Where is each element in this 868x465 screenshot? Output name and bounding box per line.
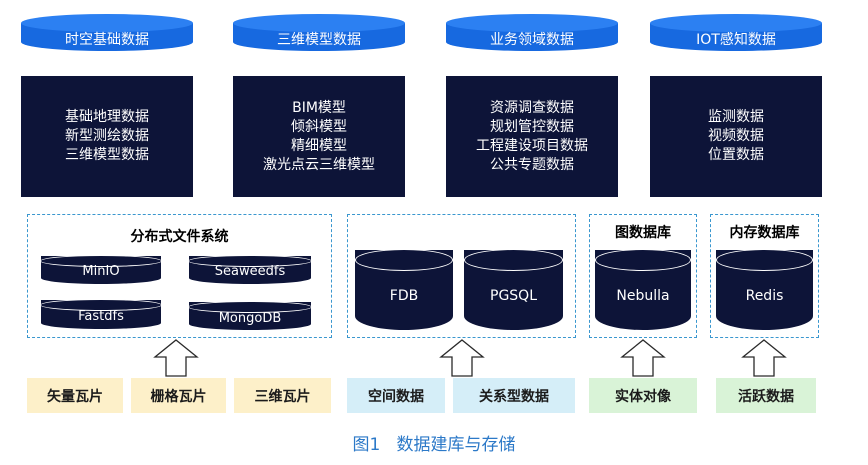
source-item: 基础地理数据: [65, 109, 149, 125]
db-cylinder-seaweedfs: Seaweedfs: [188, 255, 312, 284]
input-label-relational-data: 关系型数据: [453, 378, 575, 413]
db-cylinder-redis: Redis: [716, 249, 813, 330]
db-cylinder-minio: MinIO: [40, 255, 162, 284]
db-label: Fastdfs: [78, 309, 124, 324]
source-item: 位置数据: [708, 147, 764, 163]
source-box-spatiotemporal: 基础地理数据 新型测绘数据 三维模型数据: [21, 76, 193, 197]
source-item: 精细模型: [291, 137, 347, 154]
distributed-fs-title: 分布式文件系统: [130, 229, 229, 245]
db-cylinder-nebulla: Nebulla: [595, 249, 691, 330]
source-label: 业务领域数据: [490, 32, 574, 48]
source-cylinder-spatiotemporal: 时空基础数据: [21, 14, 193, 60]
distributed-fs-group: [27, 214, 332, 338]
figure-number: 图1: [352, 435, 381, 455]
input-label-spatial-data: 空间数据: [347, 378, 445, 413]
up-arrow-icon: [620, 339, 666, 377]
source-item: 视频数据: [708, 128, 764, 144]
source-item: 倾斜模型: [291, 118, 347, 135]
source-cylinder-iot: IOT感知数据: [650, 14, 822, 60]
source-item: 监测数据: [708, 109, 764, 125]
source-item: 三维模型数据: [65, 147, 149, 163]
figure-title: 数据建库与存储: [396, 435, 516, 455]
input-label-entity-object: 实体对像: [589, 378, 697, 413]
up-arrow-icon: [741, 339, 787, 377]
db-cylinder-fastdfs: Fastdfs: [40, 299, 162, 329]
source-cylinder-business: 业务领域数据: [446, 14, 618, 60]
db-label: Redis: [745, 288, 784, 304]
source-item: 资源调查数据: [490, 99, 574, 116]
db-cylinder-pgsql: PGSQL: [464, 249, 563, 330]
source-cylinder-3d-model: 三维模型数据: [233, 14, 405, 60]
up-arrow-icon: [153, 339, 199, 377]
source-item: BIM模型: [292, 99, 346, 116]
source-item: 激光点云三维模型: [263, 156, 375, 173]
relational-db-group: [347, 214, 576, 338]
source-label: IOT感知数据: [696, 32, 776, 48]
db-label: Seaweedfs: [214, 264, 286, 279]
input-label-3d-tile: 三维瓦片: [234, 378, 331, 413]
source-item: 规划管控数据: [490, 118, 574, 135]
figure-caption: 图1 数据建库与存储: [0, 430, 868, 455]
up-arrow-icon: [439, 339, 485, 377]
source-box-business: 资源调查数据 规划管控数据 工程建设项目数据 公共专题数据: [446, 76, 618, 197]
source-label: 三维模型数据: [277, 32, 361, 48]
db-cylinder-mongodb: MongoDB: [188, 301, 312, 330]
source-item: 公共专题数据: [490, 156, 574, 173]
db-label: MinIO: [82, 264, 120, 279]
source-item: 工程建设项目数据: [476, 137, 588, 154]
input-label-vector-tile: 矢量瓦片: [27, 378, 123, 413]
input-label-raster-tile: 栅格瓦片: [131, 378, 226, 413]
source-box-iot: 监测数据 视频数据 位置数据: [650, 76, 822, 197]
source-label: 时空基础数据: [65, 32, 149, 48]
memory-db-title: 内存数据库: [729, 225, 800, 241]
input-label-active-data: 活跃数据: [716, 378, 816, 413]
source-item: 新型测绘数据: [65, 128, 149, 144]
source-box-3d-model: BIM模型 倾斜模型 精细模型 激光点云三维模型: [233, 76, 405, 197]
db-label: MongoDB: [218, 311, 282, 326]
db-label: PGSQL: [490, 288, 537, 304]
db-label: FDB: [389, 288, 419, 304]
graph-db-title: 图数据库: [615, 225, 671, 241]
db-cylinder-fdb: FDB: [355, 249, 453, 330]
memory-db-group: [710, 214, 819, 338]
graph-db-group: [589, 214, 697, 338]
db-label: Nebulla: [616, 288, 670, 304]
